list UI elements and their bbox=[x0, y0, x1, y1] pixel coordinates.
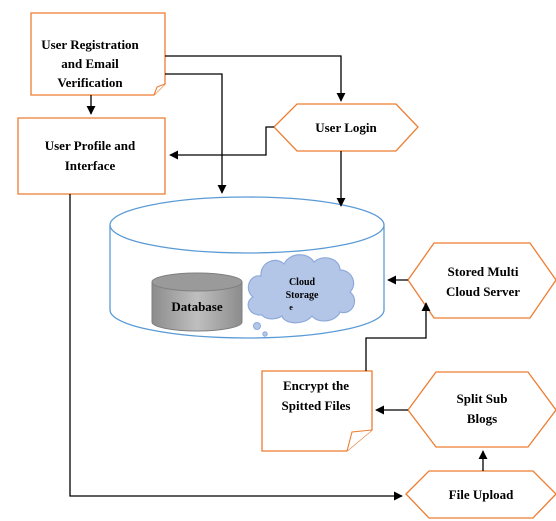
split-sub-blogs-line2: Blogs bbox=[467, 411, 497, 426]
user-profile-line2: Interface bbox=[65, 158, 116, 173]
user-registration-line3: Verification bbox=[57, 75, 123, 90]
connectors bbox=[69, 55, 488, 501]
encrypt-files-line1: Encrypt the bbox=[283, 378, 349, 393]
user-registration-line1: User Registration bbox=[41, 37, 139, 52]
database-cylinder-icon: Database bbox=[151, 272, 243, 332]
file-upload-label: File Upload bbox=[449, 487, 514, 502]
user-login-hexagon: User Login bbox=[273, 103, 419, 152]
arrow-registration-to-login bbox=[165, 55, 346, 102]
user-login-label: User Login bbox=[315, 120, 377, 135]
split-sub-blogs-line1: Split Sub bbox=[457, 391, 508, 406]
user-registration-box: User Registration and Email Verification bbox=[30, 12, 166, 96]
encrypt-files-box: Encrypt the Spitted Files bbox=[261, 370, 373, 452]
cloud-label-line2: Storage bbox=[286, 290, 319, 301]
file-upload-hexagon: File Upload bbox=[405, 470, 556, 519]
stored-multi-cloud-line2: Cloud Server bbox=[446, 284, 520, 299]
split-sub-blogs-hexagon: Split Sub Blogs bbox=[407, 371, 556, 448]
cloud-icon: Cloud Storage e bbox=[247, 254, 355, 337]
encrypt-files-line2: Spitted Files bbox=[282, 398, 351, 413]
storage-cylinder bbox=[109, 196, 385, 339]
arrow-registration-to-storage bbox=[165, 73, 227, 194]
user-registration-line2: and Email bbox=[61, 56, 119, 71]
database-label: Database bbox=[171, 299, 223, 314]
user-profile-box: User Profile and Interface bbox=[17, 117, 166, 195]
arrow-login-to-profile bbox=[169, 126, 274, 160]
arrow-encrypt-to-stored bbox=[365, 302, 431, 371]
cloud-label-line1: Cloud bbox=[289, 277, 316, 288]
stored-multi-cloud-line1: Stored Multi bbox=[448, 264, 519, 279]
user-profile-line1: User Profile and bbox=[45, 138, 136, 153]
cloud-label-line3: e bbox=[289, 303, 293, 312]
arrow-profile-to-file-upload bbox=[69, 194, 403, 501]
stored-multi-cloud-hexagon: Stored Multi Cloud Server bbox=[407, 242, 556, 319]
